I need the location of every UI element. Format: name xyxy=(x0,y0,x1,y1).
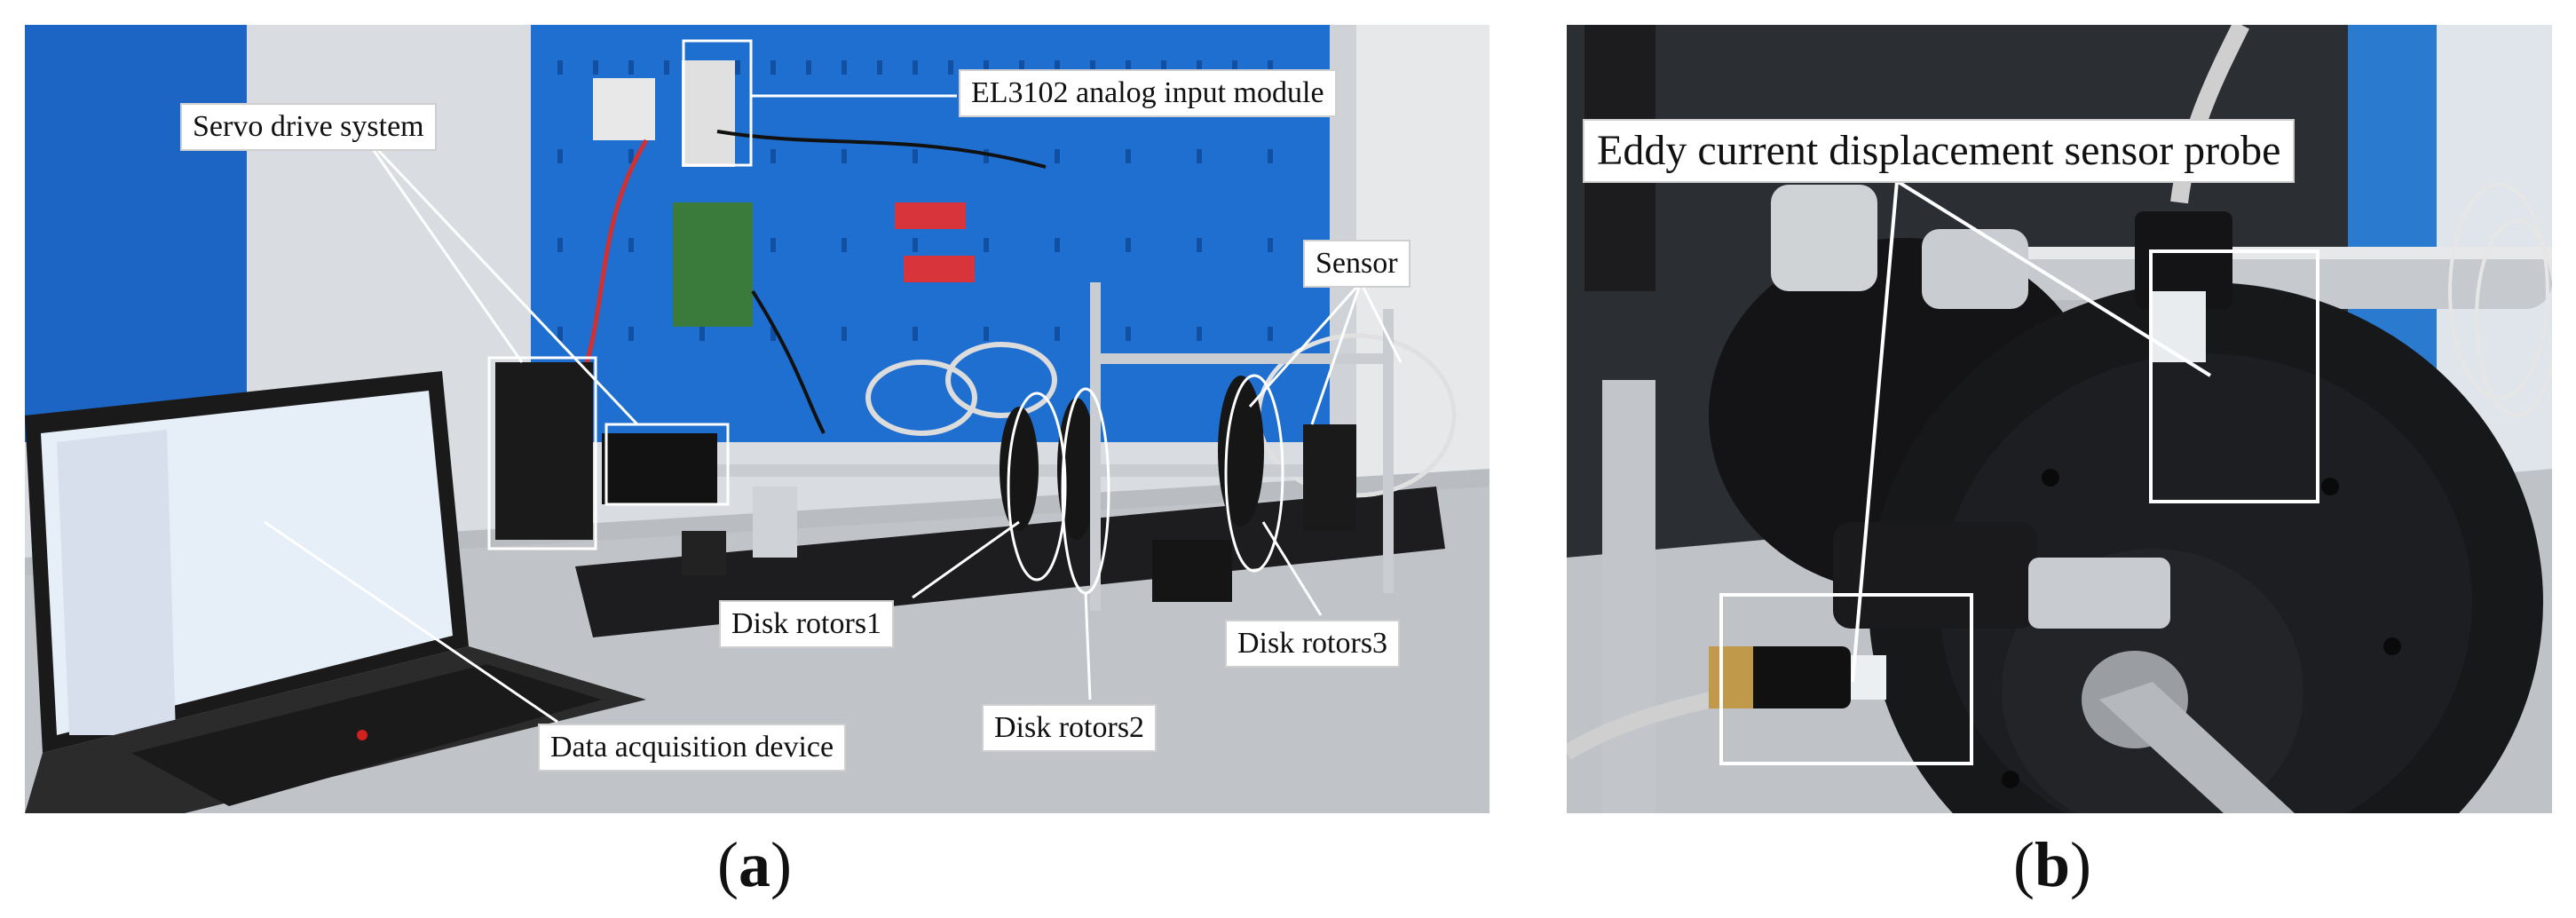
label-disk-rotors2: Disk rotors2 xyxy=(982,704,1158,752)
caption-close-paren: ) xyxy=(770,829,792,900)
caption-letter-b: b xyxy=(2034,829,2071,900)
label-servo-drive-system: Servo drive system xyxy=(180,103,437,151)
caption-letter-a: a xyxy=(738,829,770,900)
label-sensor: Sensor xyxy=(1303,240,1410,288)
panel-b-photo: Eddy current displacement sensor probe xyxy=(1567,25,2552,813)
label-el3102-analog-input-module: EL3102 analog input module xyxy=(959,69,1337,117)
panel-a-caption: (a) xyxy=(717,833,792,897)
panel-b-caption: (b) xyxy=(2013,833,2091,897)
panel-a-photo: Servo drive system EL3102 analog input m… xyxy=(25,25,1489,813)
label-data-acquisition-device: Data acquisition device xyxy=(538,724,847,772)
label-disk-rotors1: Disk rotors1 xyxy=(719,600,895,648)
caption-open-paren-b: ( xyxy=(2013,829,2035,900)
label-eddy-current-probe: Eddy current displacement sensor probe xyxy=(1583,119,2295,183)
sensor-probe-photo xyxy=(1567,25,2552,813)
caption-close-paren-b: ) xyxy=(2070,829,2092,900)
caption-open-paren: ( xyxy=(717,829,739,900)
label-disk-rotors3: Disk rotors3 xyxy=(1225,620,1401,668)
